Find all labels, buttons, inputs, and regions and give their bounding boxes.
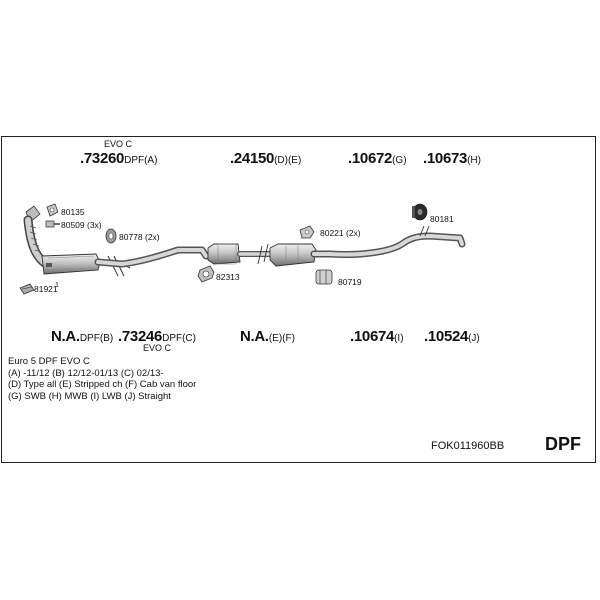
part-number-10673: .10673(H) (423, 151, 481, 166)
part-label-80509: 80509 (3x) (61, 220, 102, 230)
part-label-80719: 80719 (338, 277, 362, 287)
part-number: N.A. (240, 328, 269, 345)
part-number-na-ef: N.A.(E)(F) (240, 329, 295, 344)
part-suffix: (D)(E) (274, 155, 302, 166)
part-number-24150: .24150(D)(E) (230, 151, 301, 166)
part-suffix: (H) (467, 155, 481, 166)
front-pipe (94, 246, 210, 268)
part-number: .73246 (118, 328, 163, 345)
tail-pipe (310, 225, 466, 258)
gasket-80221-icon (299, 225, 315, 239)
dpf-canister (41, 253, 101, 275)
front-downpipe (23, 205, 51, 269)
part-number-73246: .73246DPF(C) (118, 329, 196, 344)
part-label-80135: 80135 (61, 207, 85, 217)
center-silencer (207, 243, 241, 265)
part-label-80221: 80221 (2x) (320, 228, 361, 238)
part-number: .10524 (424, 328, 469, 345)
gasket-80135-icon (46, 203, 59, 217)
clamp-82313-icon (197, 265, 215, 283)
part-suffix: (I) (394, 333, 404, 344)
bottom-evo-note: EVO C (143, 343, 172, 353)
rubber-mount-80181-icon (412, 203, 428, 221)
part-label-82313: 82313 (216, 272, 240, 282)
part-suffix: (J) (468, 333, 480, 344)
part-number: .73260 (80, 150, 125, 167)
diagram-frame (1, 136, 596, 463)
note-line: Euro 5 DPF EVO C (8, 356, 90, 367)
part-number-73260: .73260DPF(A) (80, 151, 157, 166)
top-evo-note: EVO C (104, 139, 133, 149)
system-label: DPF (545, 434, 581, 454)
part-number-10524: .10524(J) (424, 329, 480, 344)
note-line: (D) Type all (E) Stripped ch (F) Cab van… (8, 379, 197, 391)
part-label-81921: 81921 (34, 284, 58, 294)
part-label-81921-sup: 1 (55, 282, 59, 289)
applicability-notes: Euro 5 DPF EVO C (A) -11/12 (B) 12/12-01… (8, 356, 196, 402)
part-number-10674: .10674(I) (350, 329, 404, 344)
part-label-80778: 80778 (2x) (119, 232, 160, 242)
part-number: .10672 (348, 150, 393, 167)
part-number: .10673 (423, 150, 468, 167)
part-label-80181: 80181 (430, 214, 454, 224)
part-number: .24150 (230, 150, 275, 167)
part-number-na-b: N.A.DPF(B) (51, 329, 113, 344)
part-number: .10674 (350, 328, 395, 345)
part-suffix: DPF(C) (162, 333, 196, 344)
clamp-80719-icon (315, 269, 333, 285)
part-suffix: DPF(A) (124, 155, 158, 166)
note-line: (G) SWB (H) MWB (I) LWB (J) Straight (8, 390, 171, 402)
part-suffix: (G) (392, 155, 407, 166)
gasket-80778-icon (105, 228, 117, 244)
bolt-80509-icon (45, 220, 60, 228)
part-number: N.A. (51, 328, 80, 345)
kit-code: FOK011960BB (431, 440, 505, 452)
part-suffix: (E)(F) (268, 333, 295, 344)
part-number-10672: .10672(G) (348, 151, 407, 166)
sensor-81921-icon (19, 283, 35, 295)
note-line: (A) -11/12 (B) 12/12-01/13 (C) 02/13- (8, 367, 164, 379)
part-suffix: DPF(B) (79, 333, 114, 344)
